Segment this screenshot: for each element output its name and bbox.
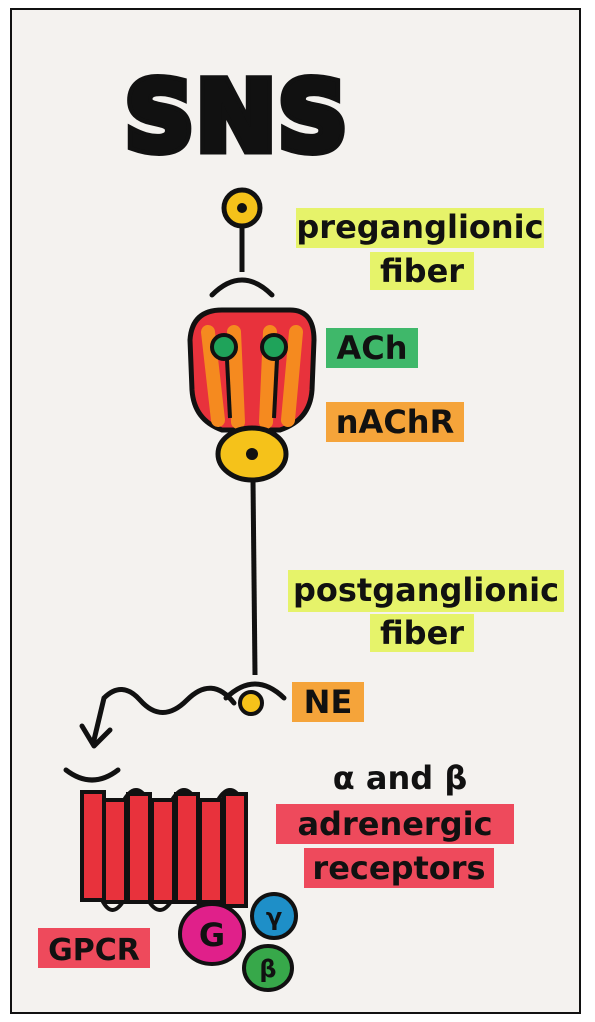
gpcr-text: GPCR bbox=[48, 933, 140, 968]
ne-text: NE bbox=[304, 683, 353, 721]
sns-diagram: SNS preganglionic fiber ACh bbox=[12, 10, 581, 1014]
nachr-receptor bbox=[190, 310, 314, 430]
nachr-label: nAChR bbox=[326, 402, 464, 442]
g-alpha-label: G bbox=[199, 916, 225, 954]
gpcr-helix-6 bbox=[200, 800, 222, 902]
preganglionic-text: preganglionic bbox=[296, 208, 543, 246]
gpcr-label: GPCR bbox=[38, 928, 150, 968]
g-gamma-label: γ bbox=[266, 903, 282, 931]
postganglionic-nucleus bbox=[246, 448, 258, 460]
alpha-beta-text: α and β bbox=[333, 759, 467, 797]
preganglionic-terminal bbox=[212, 280, 272, 295]
diagram-frame: SNS preganglionic fiber ACh bbox=[10, 8, 581, 1014]
adrenergic-text: adrenergic bbox=[297, 805, 492, 843]
preganglionic-neuron bbox=[212, 190, 272, 295]
gpcr-helix-2 bbox=[104, 800, 126, 902]
postganglionic-axon bbox=[253, 480, 255, 675]
title-sns: SNS bbox=[125, 61, 350, 173]
gpcr-helix-7 bbox=[224, 794, 246, 906]
ach-label: ACh bbox=[326, 328, 418, 368]
adrenergic-label: α and β adrenergic receptors bbox=[276, 759, 514, 888]
receptor-binding-site bbox=[66, 770, 118, 780]
ne-diffusion-arrow bbox=[94, 688, 234, 740]
ach-molecule-right bbox=[262, 335, 286, 359]
nachr-text: nAChR bbox=[336, 403, 454, 441]
ach-molecule-left bbox=[212, 335, 236, 359]
ach-text: ACh bbox=[336, 329, 407, 367]
preganglionic-nucleus bbox=[237, 203, 247, 213]
g-beta-label: β bbox=[259, 955, 276, 983]
gpcr-helix-4 bbox=[152, 800, 174, 902]
fiber-text-1: fiber bbox=[380, 252, 464, 290]
postganglionic-neuron bbox=[218, 428, 286, 698]
receptors-text: receptors bbox=[312, 849, 485, 887]
gpcr-helix-3 bbox=[128, 794, 150, 902]
postganglionic-label: postganglionic fiber bbox=[288, 570, 564, 652]
gpcr-helix-5 bbox=[176, 794, 198, 902]
ne-molecule bbox=[240, 692, 262, 714]
ne-label: NE bbox=[292, 682, 364, 722]
postganglionic-text: postganglionic bbox=[293, 571, 559, 609]
fiber-text-2: fiber bbox=[380, 614, 464, 652]
gpcr-helix-1 bbox=[82, 792, 104, 900]
preganglionic-label: preganglionic fiber bbox=[296, 208, 544, 290]
gpcr-receptor bbox=[82, 790, 246, 910]
nachr-subunit-right bbox=[288, 332, 296, 420]
g-protein: G γ β bbox=[180, 894, 296, 990]
